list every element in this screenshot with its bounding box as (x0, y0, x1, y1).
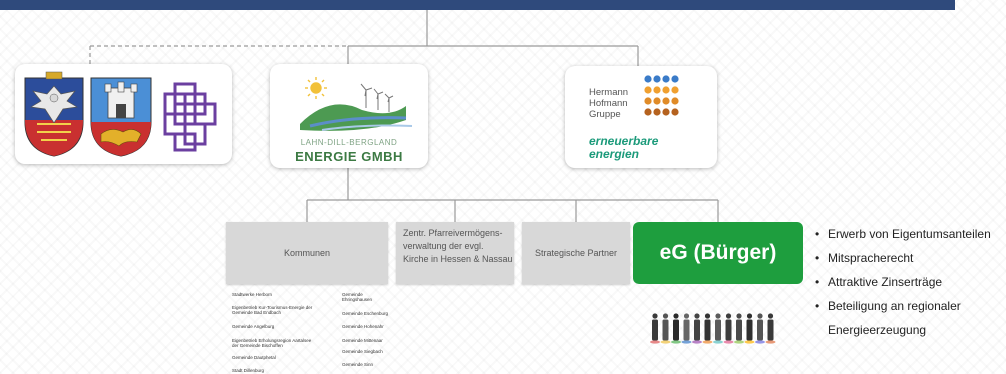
person-body (736, 319, 742, 341)
person-head (662, 313, 669, 319)
person-head (736, 313, 742, 319)
person-head (725, 313, 732, 319)
member-item: Gemeinde Hohenahr (342, 324, 384, 329)
member-item: Gemeinde Sinn (342, 362, 374, 367)
benefit-item: Erwerb von Eigentumsanteilen (815, 224, 991, 248)
hermann-hofmann-card: Hermann Hofmann Gruppe erneuerbare energ… (565, 66, 717, 168)
person-shadow (660, 340, 671, 344)
pfarr-label: Zentr. Pfarreivermögens- verwaltung der … (403, 227, 513, 266)
hh-tagline: erneuerbare energien (589, 135, 658, 161)
benefits-list: Erwerb von Eigentumsanteilen Mitspracher… (815, 224, 991, 344)
person-body (757, 319, 763, 341)
benefit-item: Attraktive Zinserträge (815, 272, 991, 296)
hh-line: Hermann (589, 87, 629, 98)
benefit-item: Mitspracherecht (815, 248, 991, 272)
member-item: Gemeinde Eschenburg (342, 311, 389, 316)
pfarr-line: verwaltung der evgl. (403, 241, 484, 251)
member-item: Gemeinde Siegbach (342, 349, 383, 354)
coat-of-arms-eagle-icon (24, 71, 84, 157)
member-item: Gemeinde Dautphetal (232, 355, 276, 360)
person-head (704, 313, 711, 319)
hh-tagline-line: erneuerbare (589, 134, 659, 148)
top-banner-bar (0, 0, 955, 10)
person-body (652, 319, 658, 341)
person-head (694, 313, 700, 319)
member-item: Stadtwerke Herborn (232, 292, 273, 297)
person-shadow (765, 340, 776, 344)
hh-company-name: Hermann Hofmann Gruppe (589, 87, 628, 120)
person-body (694, 319, 700, 341)
person-head (673, 313, 679, 319)
person-shadow (723, 340, 734, 344)
pfarr-line: Kirche in Hessen & Nassau (403, 254, 513, 264)
person-body (725, 319, 732, 341)
person-shadow (692, 340, 702, 344)
member-item: Eigenbetrieb Erholungsregion Aartalsee (232, 338, 312, 343)
person-head (767, 313, 774, 319)
strategic-partner-box: Strategische Partner (522, 222, 630, 284)
ldb-energie-card: LAHN-DILL-BERGLAND ENERGIE GMBH (270, 64, 428, 168)
person-shadow (713, 340, 723, 344)
sun-windmill-logo-icon (300, 77, 413, 131)
people-crowd-icon (650, 313, 776, 344)
hh-dots-logo-icon (644, 75, 679, 116)
ldb-company-name: ENERGIE GMBH (295, 149, 403, 164)
person-body (662, 319, 669, 341)
person-head (683, 313, 690, 319)
strategic-partner-label: Strategische Partner (534, 248, 618, 258)
person-body (704, 319, 711, 341)
member-item: Gemeinde Mittenaar (342, 338, 383, 343)
person-shadow (755, 340, 765, 344)
person-shadow (702, 340, 713, 344)
eg-buerger-label: eG (Bürger) (659, 241, 777, 264)
member-item: Stadt Dillenburg (232, 368, 265, 373)
purple-cross-emblem-icon (163, 82, 217, 152)
benefit-item: Beteiligung an regionaler (815, 296, 991, 320)
member-item: Ehringshausen (342, 297, 373, 302)
member-item: Gemeinde (342, 292, 363, 297)
member-item: Eigenbetrieb Kur-Tourismus-Energie der (232, 305, 313, 310)
hh-line: Hofmann (589, 98, 628, 109)
kommunen-box: Kommunen (226, 222, 388, 284)
pfarr-box: Zentr. Pfarreivermögens- verwaltung der … (396, 222, 514, 284)
eg-buerger-box: eG (Bürger) (633, 222, 803, 284)
person-body (767, 319, 774, 341)
member-item: Gemeinde Bad Endbach (232, 310, 282, 315)
municipal-coats-card (15, 64, 232, 164)
ldb-subtitle: LAHN-DILL-BERGLAND (300, 138, 398, 147)
hh-tagline-line: energien (589, 147, 640, 161)
person-body (746, 319, 753, 341)
hh-line: Gruppe (589, 109, 621, 120)
person-shadow (671, 340, 681, 344)
pfarr-line: Zentr. Pfarreivermögens- (403, 228, 503, 238)
coat-of-arms-castle-lion-icon (90, 77, 152, 157)
member-item: Gemeinde Angelburg (232, 324, 275, 329)
person-head (746, 313, 753, 319)
member-item: der Gemeinde Bischoffen (232, 343, 283, 348)
person-head (652, 313, 658, 319)
person-body (715, 319, 721, 341)
person-body (673, 319, 679, 341)
person-body (683, 319, 690, 341)
person-shadow (650, 340, 660, 344)
person-head (715, 313, 721, 319)
person-head (757, 313, 763, 319)
benefit-item-continuation: Energieerzeugung (828, 323, 927, 337)
person-shadow (734, 340, 744, 344)
kommunen-label: Kommunen (283, 248, 331, 258)
person-shadow (744, 340, 755, 344)
person-shadow (681, 340, 692, 344)
